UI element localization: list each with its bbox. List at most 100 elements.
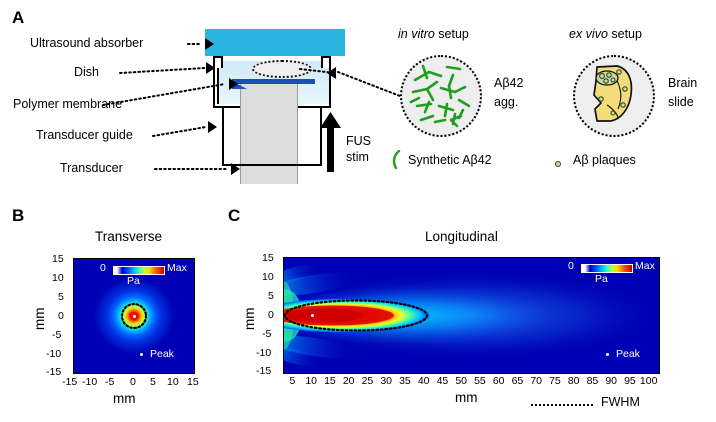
panel-c-xtick-45: 45 [436,375,449,387]
panel-c-ytick-5: 5 [268,290,274,302]
invitro-sample-circle [400,55,482,137]
invitro-side-label-line2: agg. [494,95,519,109]
panel-b-ytick-0: 0 [58,310,64,322]
panel-c-xtick-5: 5 [289,375,296,387]
panel-b-peak-legend-dot [140,353,143,356]
panel-c-letter: C [228,206,241,225]
panel-c-xtick-70: 70 [530,375,542,387]
label-transducer-guide: Transducer guide [36,128,133,142]
sample-bubble [252,60,312,78]
panel-c-ytick-m10: -10 [256,347,272,359]
invitro-side-label-line1: Aβ42 [494,76,524,90]
panel-b-ytick-10: 10 [52,272,64,284]
panel-c-xtick-60: 60 [492,375,505,387]
panel-b-colorbar [113,266,165,275]
panel-b-ytick-m15: -15 [46,366,62,378]
panel-c-xtick-55: 55 [474,375,486,387]
panel-c-peak-legend-label: Peak [616,348,640,360]
panel-c-xtick-40: 40 [417,375,430,387]
panel-c-colorbar-unit: Pa [595,273,608,285]
panel-c-ytick-m5: -5 [262,328,272,340]
invitro-title-italic: in vitro [398,27,435,41]
panel-c-ytick-15: 15 [262,252,274,264]
transducer-edge-left [240,84,241,184]
legend-synthetic-abeta42-label: Synthetic Aβ42 [408,153,492,167]
panel-c-xtick-20: 20 [342,375,355,387]
ultrasound-absorber-block [205,29,345,56]
transducer-edge-right [297,84,298,184]
panel-c-xtick-15: 15 [324,375,336,387]
panel-c-ytick-0: 0 [268,309,274,321]
panel-b-xtick-10: 10 [167,376,179,388]
panel-b-heatmap: 0 Max Pa Peak [73,258,195,374]
panel-c-colorbar-max: Max [635,260,655,272]
panel-c-xtick-50: 50 [455,375,467,387]
panel-b-title: Transverse [95,229,163,244]
panel-b-ytick-m10: -10 [46,348,62,360]
panel-b-xtick-5: 5 [150,376,156,388]
panel-b-ytick-5: 5 [58,291,64,303]
label-ultrasound-absorber: Ultrasound absorber [30,36,144,50]
fus-stim-label-line1: FUS [346,134,371,148]
panel-b-colorbar-max: Max [167,262,187,274]
panel-c-colorbar [581,264,633,273]
label-polymer-membrane: Polymer membrane [13,97,123,111]
panel-c-xaxis-title: mm [455,390,478,405]
panel-b-ytick-m5: -5 [52,329,62,341]
panel-b-xtick-m10: -10 [82,376,98,388]
legend-abeta-plaques-label: Aβ plaques [573,153,636,167]
brain-slide-icon [593,65,633,122]
panel-b-xtick-m5: -5 [105,376,115,388]
exvivo-setup-title: ex vivo setup [569,27,642,41]
legend-plaque-dot-icon [555,161,561,167]
panel-b-yaxis-title: mm [32,307,47,331]
fwhm-legend-label: FWHM [601,395,640,409]
exvivo-title-italic: ex vivo [569,27,608,41]
panel-c-xtick-95: 95 [624,375,636,387]
panel-c-xtick-30: 30 [380,375,392,387]
dish-lip-right [321,56,331,68]
exvivo-title-rest: setup [607,27,642,41]
panel-c-ytick-10: 10 [262,271,274,283]
panel-c-yaxis-title: mm [242,307,257,331]
panel-b-letter: B [12,206,25,225]
panel-c-xtick-75: 75 [549,375,561,387]
panel-b-xtick-15: 15 [187,376,199,388]
panel-c-xtick-10: 10 [305,375,317,387]
panel-b-peak-legend-label: Peak [150,348,174,360]
panel-c-xtick-80: 80 [567,375,580,387]
polymer-membrane-layer [232,79,315,84]
transducer-guide-outline [222,106,322,166]
panel-b-ytick-15: 15 [52,253,64,265]
transducer-body [240,84,298,184]
panel-c-peak-legend-dot [606,353,609,356]
invitro-title-rest: setup [434,27,469,41]
panel-c-peak-marker [311,314,314,317]
panel-b-xtick-0: 0 [130,376,136,388]
panel-c-heatmap: 0 Max Pa Peak [283,257,660,374]
exvivo-side-label-line2: slide [668,95,694,109]
fus-stim-label-line2: stim [346,150,369,164]
panel-b-xaxis-title: mm [113,391,136,406]
panel-c-xtick-90: 90 [605,375,617,387]
label-dish: Dish [74,65,100,79]
panel-b-xtick-m15: -15 [62,376,78,388]
callout-leader-lines [102,38,401,175]
legend-fibril-icon [392,150,401,170]
panel-c-xtick-85: 85 [586,375,599,387]
invitro-setup-title: in vitro setup [398,27,469,41]
panel-b-colorbar-unit: Pa [127,275,140,287]
panel-c-colorbar-min: 0 [568,260,574,272]
panel-c-xtick-35: 35 [399,375,411,387]
panel-b-peak-marker [132,314,136,318]
panel-c-ytick-m15: -15 [256,365,272,377]
synthetic-abeta42-fibrils-icon [409,64,471,128]
panel-b-colorbar-min: 0 [100,262,106,274]
panel-a-letter: A [12,8,25,27]
fus-arrow-icon [320,112,341,172]
dish-lip-left [213,56,223,68]
label-transducer: Transducer [60,161,123,175]
panel-c-xtick-65: 65 [511,375,524,387]
panel-c-title: Longitudinal [425,229,498,244]
panel-c-xtick-100: 100 [639,375,658,387]
